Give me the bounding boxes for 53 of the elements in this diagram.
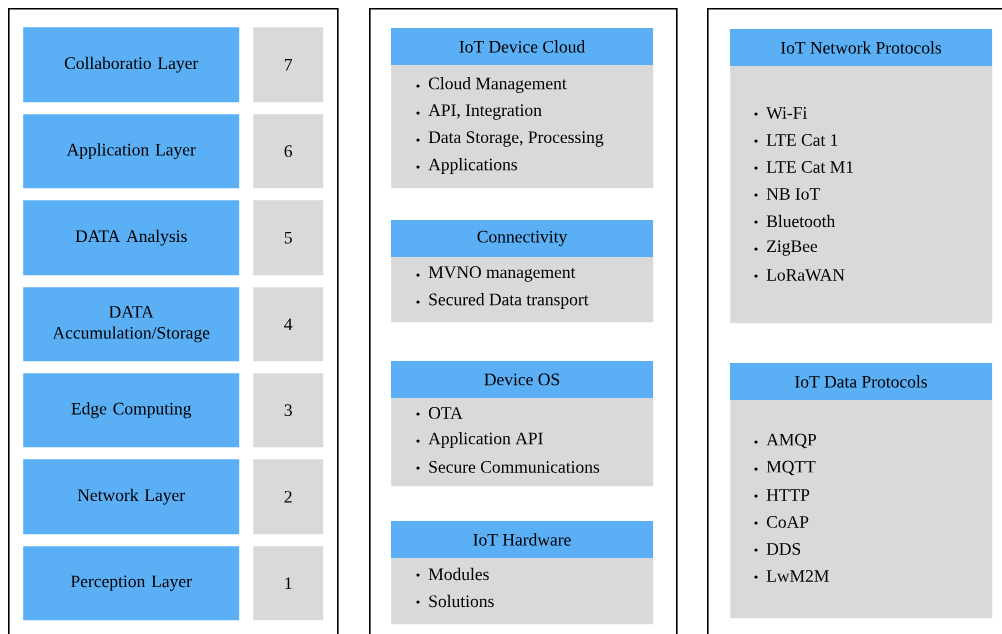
layer-box: Edge Computing bbox=[23, 373, 240, 448]
number-box: 2 bbox=[253, 459, 324, 535]
number-box: 4 bbox=[253, 287, 324, 362]
list-item: Bluetooth bbox=[754, 214, 835, 228]
layer-box: Application Layer bbox=[23, 114, 240, 189]
list-item: Data Storage, Processing bbox=[416, 131, 604, 147]
card-title: IoT Device Cloud bbox=[459, 40, 585, 53]
list-item: CoAP bbox=[754, 516, 809, 528]
panel-frame bbox=[369, 8, 678, 634]
list-item: LoRaWAN bbox=[754, 269, 845, 281]
panel-frame bbox=[8, 8, 339, 634]
card-title: Connectivity bbox=[477, 230, 568, 247]
list-item: LTE Cat 1 bbox=[754, 134, 838, 146]
number-box: 5 bbox=[253, 200, 324, 276]
layer-box: Perception Layer bbox=[23, 546, 240, 621]
list-item: Wi-Fi bbox=[754, 107, 807, 119]
list-item: API, Integration bbox=[416, 104, 542, 120]
list-item: HTTP bbox=[754, 489, 810, 501]
list-item: Applications bbox=[416, 158, 517, 174]
list-item: Modules bbox=[416, 567, 489, 581]
layer-box: DATA Accumulation/Storage bbox=[23, 287, 240, 362]
info-card bbox=[730, 29, 993, 324]
info-card bbox=[391, 28, 654, 189]
list-item: OTA bbox=[416, 407, 463, 419]
list-item: MQTT bbox=[754, 460, 816, 476]
number-box: 6 bbox=[253, 114, 324, 189]
list-item: Application API bbox=[416, 432, 543, 448]
layer-box: Collaboratio Layer bbox=[23, 27, 240, 103]
info-card bbox=[391, 361, 654, 487]
number-box: 3 bbox=[253, 373, 324, 448]
list-item: Secured Data transport bbox=[416, 293, 589, 309]
list-item: MVNO management bbox=[416, 266, 576, 282]
info-card bbox=[730, 363, 993, 619]
card-title: IoT Data Protocols bbox=[795, 375, 927, 388]
list-item: NB IoT bbox=[754, 188, 820, 200]
list-item: LwM2M bbox=[754, 570, 829, 582]
list-item: ZigBee bbox=[754, 240, 818, 256]
list-item: Solutions bbox=[416, 594, 494, 608]
number-box: 1 bbox=[253, 546, 324, 621]
list-item: Secure Communications bbox=[416, 461, 600, 473]
card-title: Device OS bbox=[484, 373, 560, 386]
info-card bbox=[391, 220, 654, 323]
list-item: Cloud Management bbox=[416, 77, 567, 93]
info-card bbox=[391, 521, 654, 625]
number-box: 7 bbox=[253, 27, 324, 103]
layer-box: DATA Analysis bbox=[23, 200, 240, 276]
layer-box: Network Layer bbox=[23, 459, 240, 535]
list-item: AMQP bbox=[754, 433, 817, 449]
list-item: DDS bbox=[754, 543, 801, 555]
card-title: IoT Hardware bbox=[473, 533, 571, 546]
panel-frame bbox=[707, 8, 1002, 634]
list-item: LTE Cat M1 bbox=[754, 161, 853, 173]
card-title: IoT Network Protocols bbox=[780, 41, 942, 54]
